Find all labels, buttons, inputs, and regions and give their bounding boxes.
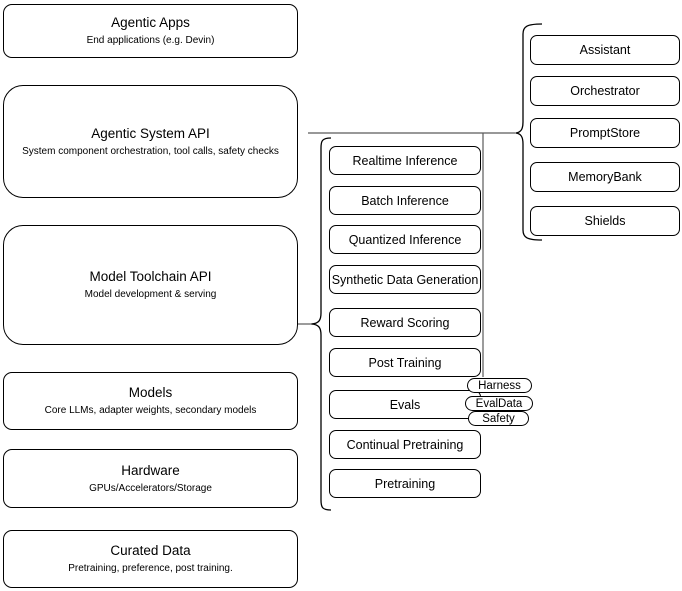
box-title: Hardware (121, 462, 180, 478)
stack-box-agentic-system-api: Agentic System API System component orch… (3, 85, 298, 198)
toolchain-item-evals: Evals (329, 390, 481, 419)
toolchain-item-quantized-inference: Quantized Inference (329, 225, 481, 254)
system-component-shields: Shields (530, 206, 680, 236)
toolchain-item-batch-inference: Batch Inference (329, 186, 481, 215)
system-component-orchestrator: Orchestrator (530, 76, 680, 106)
system-component-promptstore: PromptStore (530, 118, 680, 148)
box-title: Model Toolchain API (89, 269, 212, 284)
system-component-assistant: Assistant (530, 35, 680, 65)
toolchain-item-realtime-inference: Realtime Inference (329, 146, 481, 175)
toolchain-item-continual-pretraining: Continual Pretraining (329, 430, 481, 459)
box-subtitle: Pretraining, preference, post training. (68, 563, 233, 574)
stack-box-agentic-apps: Agentic Apps End applications (e.g. Devi… (3, 4, 298, 58)
box-title: Agentic System API (91, 125, 210, 141)
stack-box-model-toolchain-api: Model Toolchain API Model development & … (3, 225, 298, 345)
toolchain-item-post-training: Post Training (329, 348, 481, 377)
stack-box-hardware: Hardware GPUs/Accelerators/Storage (3, 449, 298, 508)
eval-tag-harness: Harness (467, 378, 532, 393)
box-subtitle: End applications (e.g. Devin) (86, 35, 215, 46)
box-title: Agentic Apps (111, 15, 190, 30)
eval-tag-safety: Safety (468, 411, 529, 426)
box-subtitle: GPUs/Accelerators/Storage (89, 482, 212, 494)
box-subtitle: System component orchestration, tool cal… (22, 145, 279, 157)
box-title: Models (128, 385, 173, 400)
eval-tag-evaldata: EvalData (465, 396, 533, 411)
toolchain-item-pretraining: Pretraining (329, 469, 481, 498)
stack-box-models: Models Core LLMs, adapter weights, secon… (3, 372, 298, 430)
toolchain-item-synthetic-data-generation: Synthetic Data Generation (329, 265, 481, 294)
toolchain-item-reward-scoring: Reward Scoring (329, 308, 481, 337)
box-subtitle: Core LLMs, adapter weights, secondary mo… (44, 405, 257, 416)
stack-box-curated-data: Curated Data Pretraining, preference, po… (3, 530, 298, 588)
system-component-memorybank: MemoryBank (530, 162, 680, 192)
box-title: Curated Data (110, 543, 191, 558)
box-subtitle: Model development & serving (84, 289, 217, 300)
